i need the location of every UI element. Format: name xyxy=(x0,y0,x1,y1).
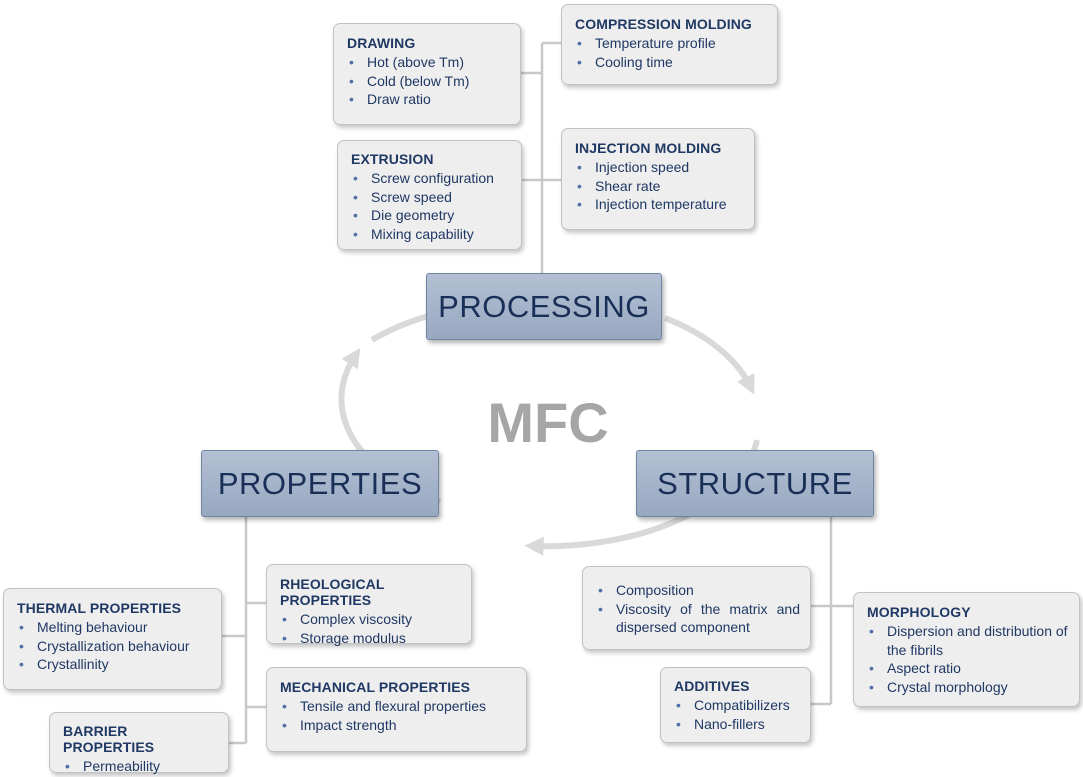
list-item: Complex viscosity xyxy=(280,610,461,629)
list-item: Nano-fillers xyxy=(674,715,800,734)
drawing-box: DRAWING Hot (above Tm) Cold (below Tm) D… xyxy=(333,23,521,125)
list-item: Injection temperature xyxy=(575,195,744,214)
additives-box: ADDITIVES Compatibilizers Nano-fillers xyxy=(660,667,811,743)
additives-title: ADDITIVES xyxy=(674,678,750,694)
barrier-properties-title: BARRIER PROPERTIES xyxy=(63,723,155,755)
compression-molding-box: COMPRESSION MOLDING Temperature profile … xyxy=(561,4,778,85)
processing-connectors xyxy=(520,41,561,273)
injection-molding-box: INJECTION MOLDING Injection speed Shear … xyxy=(561,128,755,230)
list-item: Crystallization behaviour xyxy=(17,637,211,656)
compression-molding-title: COMPRESSION MOLDING xyxy=(575,16,752,32)
list-item: Cooling time xyxy=(575,53,767,72)
list-item: Composition xyxy=(596,581,800,600)
list-item: Crystallinity xyxy=(17,655,211,674)
properties-hub: PROPERTIES xyxy=(201,450,439,517)
list-item: Tensile and flexural properties xyxy=(280,697,516,716)
mechanical-properties-box: MECHANICAL PROPERTIES Tensile and flexur… xyxy=(266,667,527,752)
list-item: Permeability xyxy=(63,757,218,776)
list-item: Viscosity of the matrix and dispersed co… xyxy=(596,600,800,637)
list-item: Screw speed xyxy=(351,188,511,207)
processing-hub: PROCESSING xyxy=(426,273,662,340)
properties-connectors xyxy=(221,516,266,745)
cycle-arc-processing-to-structure xyxy=(663,315,755,395)
list-item: Injection speed xyxy=(575,158,744,177)
list-item: Cold (below Tm) xyxy=(347,72,510,91)
extrusion-title: EXTRUSION xyxy=(351,151,434,167)
thermal-properties-title: THERMAL PROPERTIES xyxy=(17,600,182,616)
list-item: Impact strength xyxy=(280,716,516,735)
list-item: Die geometry xyxy=(351,206,511,225)
list-item: Hot (above Tm) xyxy=(347,53,510,72)
list-item: Aspect ratio xyxy=(867,659,1069,678)
list-item: Mixing capability xyxy=(351,225,511,244)
barrier-properties-box: BARRIER PROPERTIES Permeability xyxy=(49,712,229,776)
thermal-properties-box: THERMAL PROPERTIES Melting behaviour Cry… xyxy=(3,588,222,690)
list-item: Compatibilizers xyxy=(674,696,800,715)
rheological-properties-box: RHEOLOGICAL PROPERTIES Complex viscosity… xyxy=(266,564,472,647)
morphology-box: MORPHOLOGY Dispersion and distribution o… xyxy=(853,592,1080,707)
structure-hub: STRUCTURE xyxy=(636,450,874,517)
mechanical-properties-title: MECHANICAL PROPERTIES xyxy=(280,679,471,695)
list-item: Temperature profile xyxy=(575,34,767,53)
extrusion-box: EXTRUSION Screw configuration Screw spee… xyxy=(337,140,522,250)
injection-molding-title: INJECTION MOLDING xyxy=(575,140,722,156)
list-item: Shear rate xyxy=(575,177,744,196)
list-item: Storage modulus xyxy=(280,629,461,648)
list-item: Dispersion and distribution of the fibri… xyxy=(867,622,1069,659)
structure-connectors xyxy=(810,516,854,706)
rheological-properties-title: RHEOLOGICAL PROPERTIES xyxy=(280,576,385,608)
center-label: MFC xyxy=(487,391,609,454)
drawing-title: DRAWING xyxy=(347,35,416,51)
list-item: Screw configuration xyxy=(351,169,511,188)
composition-box: Composition Viscosity of the matrix and … xyxy=(582,566,811,650)
cycle-arc-top-left xyxy=(370,313,429,343)
morphology-title: MORPHOLOGY xyxy=(867,604,971,620)
list-item: Draw ratio xyxy=(347,90,510,109)
list-item: Melting behaviour xyxy=(17,618,211,637)
list-item: Crystal morphology xyxy=(867,678,1069,697)
